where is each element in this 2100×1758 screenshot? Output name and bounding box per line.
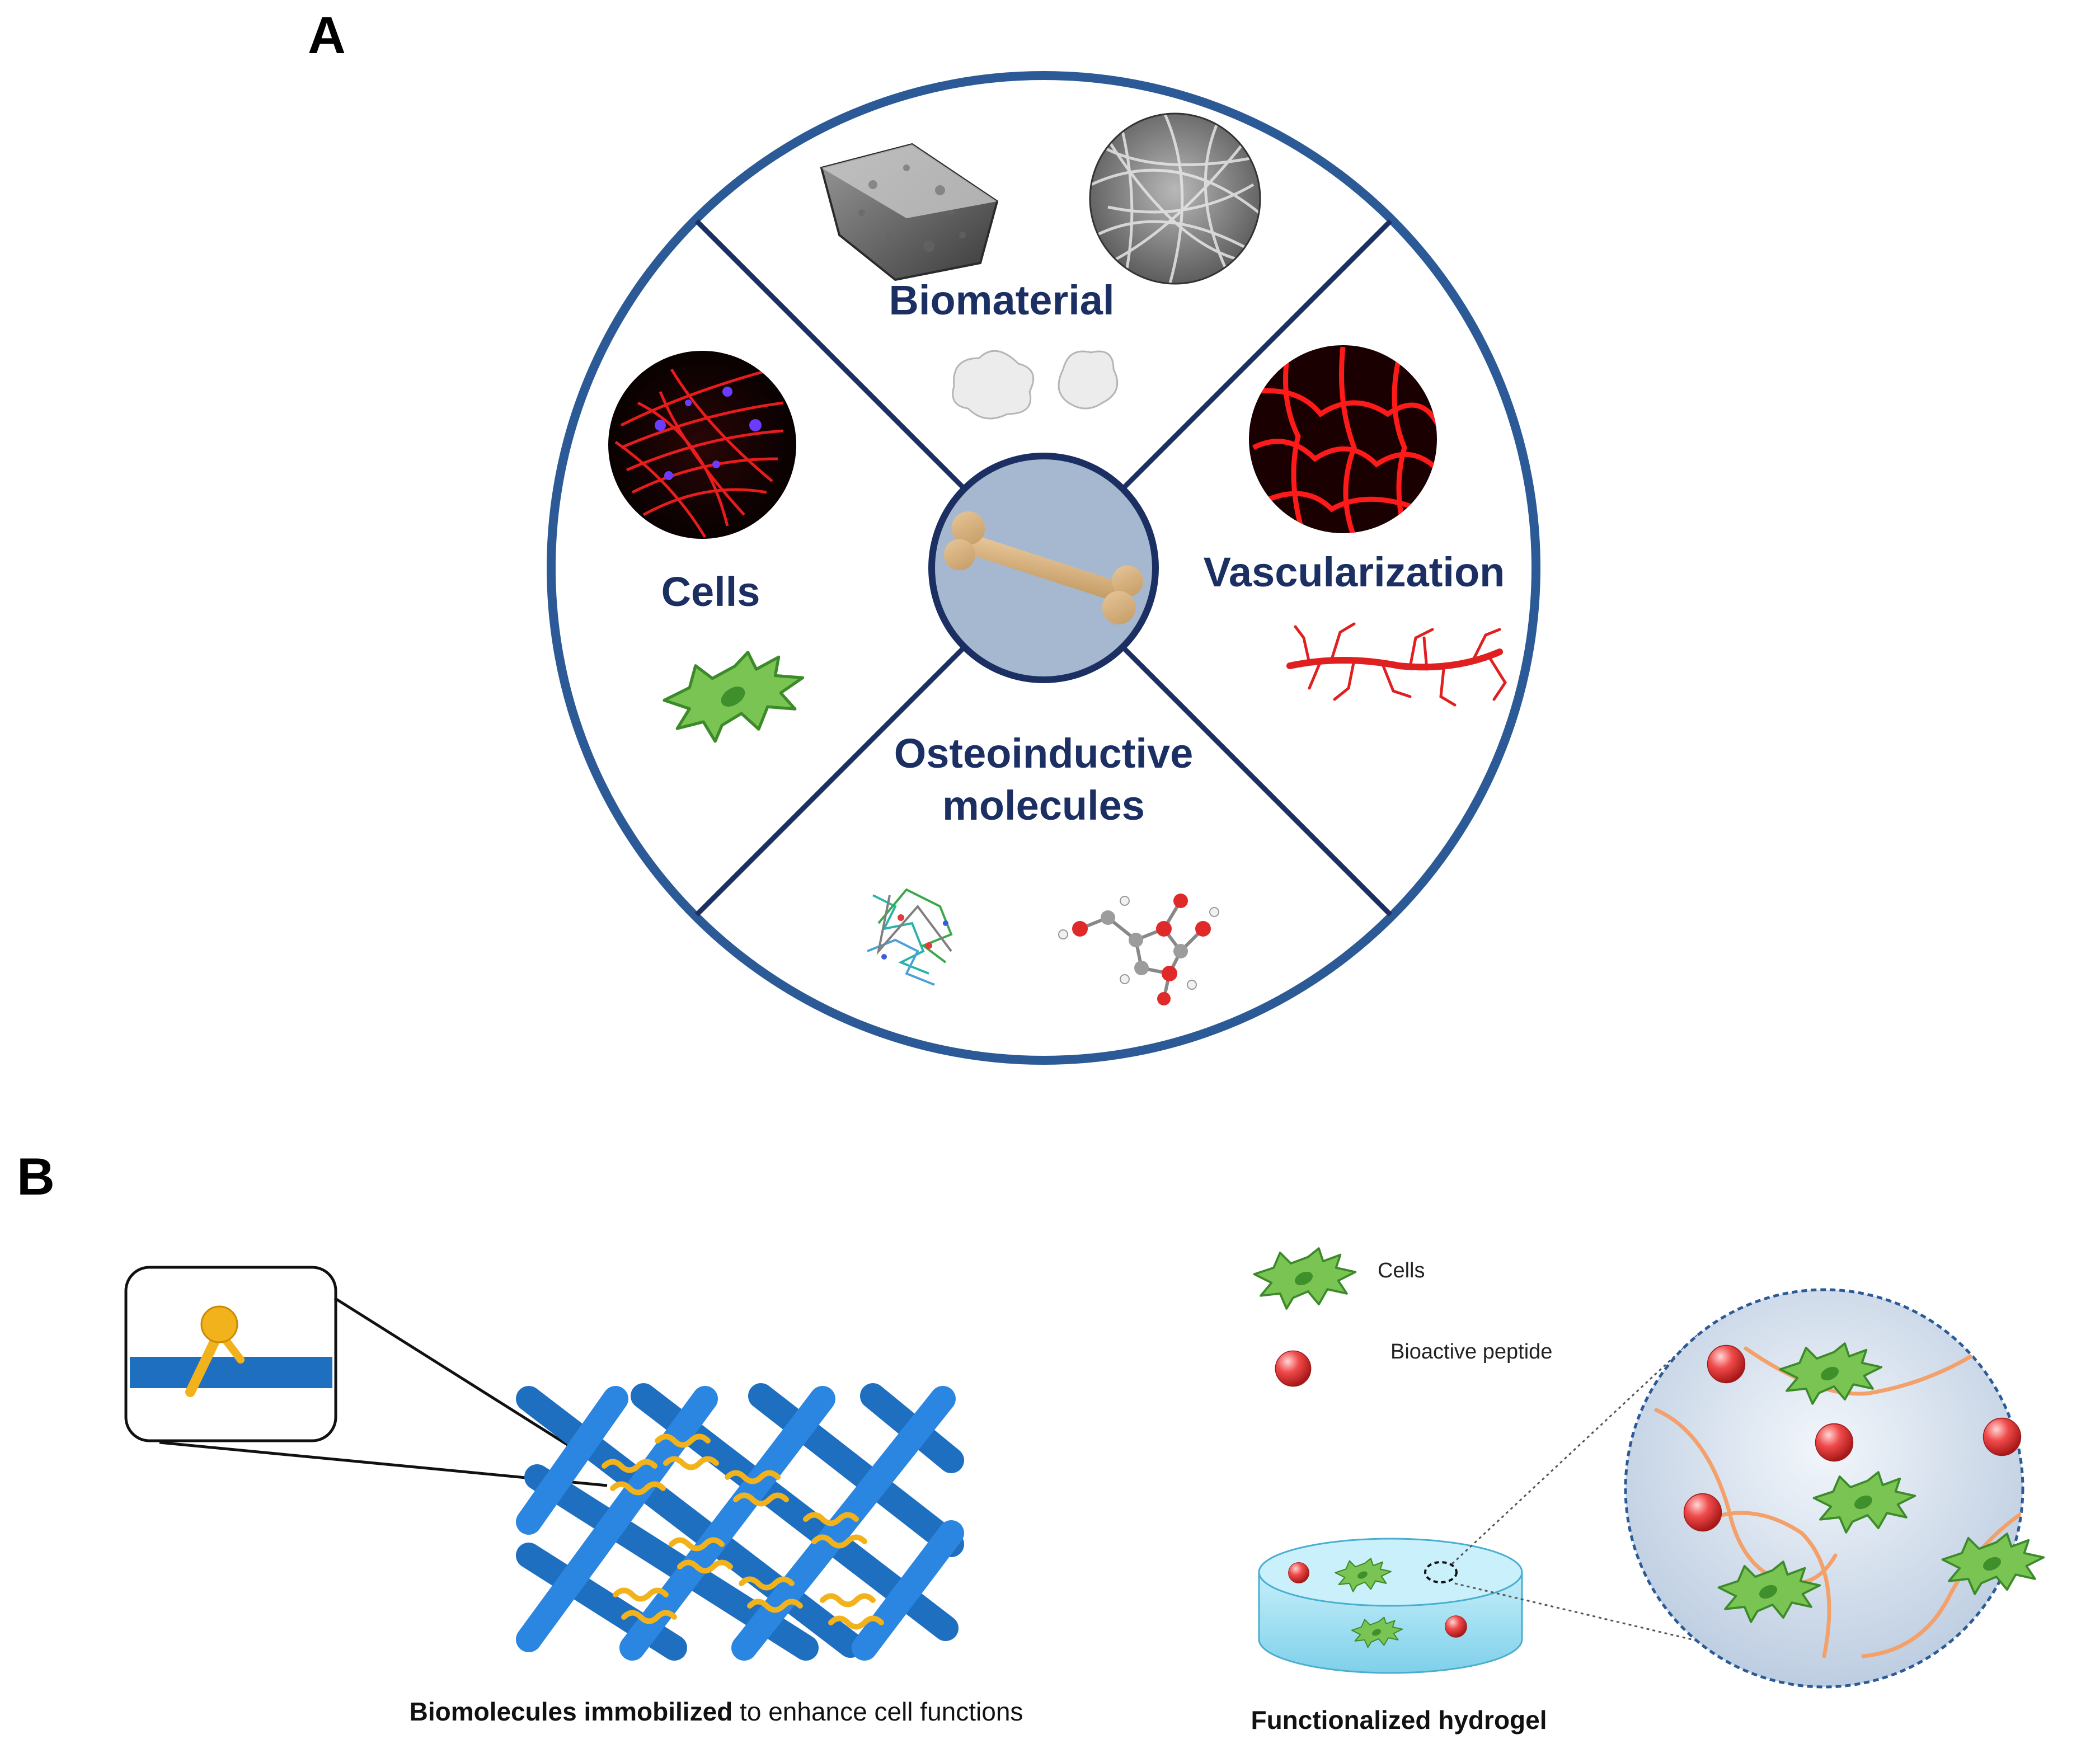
sector-cells: Cells xyxy=(608,351,810,748)
sector-osteoinductive: Osteoinductive molecules xyxy=(867,730,1219,1005)
tethered-biomolecule-icon xyxy=(185,1305,245,1397)
sector-vascularization: Vascularization xyxy=(1204,345,1507,707)
panel-a-wheel: Biomaterial xyxy=(547,71,1540,1065)
sector-label-biomaterial: Biomaterial xyxy=(889,277,1114,323)
protein-structure-image xyxy=(867,888,953,986)
sector-biomaterial: Biomaterial xyxy=(820,112,1261,420)
legend-cells-label: Cells xyxy=(1378,1259,1425,1282)
sector-label-vascularization: Vascularization xyxy=(1204,549,1505,595)
zoom-inset xyxy=(124,1266,337,1442)
scaffold-caption: Biomolecules immobilized to enhance cell… xyxy=(410,1697,1023,1726)
panel-a-label: A xyxy=(308,6,346,64)
center-hub xyxy=(928,453,1159,683)
bubble-peptide-2 xyxy=(1815,1423,1854,1462)
fiber-scaffold-mesh xyxy=(516,1383,964,1661)
blood-vessel-branches-icon xyxy=(1286,622,1507,707)
legend-peptide-label: Bioactive peptide xyxy=(1390,1340,1552,1364)
immobilized-biomolecules xyxy=(602,1433,884,1630)
stained-cells-micrograph-image xyxy=(608,351,796,539)
disk-peptide-1 xyxy=(1288,1562,1309,1583)
electrospun-fibers-sem-image xyxy=(1089,112,1261,285)
legend: Cells Bioactive peptide xyxy=(1255,1248,1552,1387)
bone-icon xyxy=(943,511,1144,625)
panel-b-hydrogel-section: Cells Bioactive peptide xyxy=(1251,1248,2043,1735)
panel-b-scaffold-section: Biomolecules immobilized to enhance cell… xyxy=(124,1266,1023,1726)
sector-label-osteoinductive-line2: molecules xyxy=(942,782,1145,829)
hydrogel-zoom-bubble xyxy=(1624,1288,2043,1689)
sector-label-cells: Cells xyxy=(661,568,760,615)
powder-granules-image xyxy=(952,350,1119,420)
legend-cell-icon xyxy=(1255,1248,1356,1309)
vascular-network-micrograph-image xyxy=(1249,345,1437,533)
inset-fiber-bar xyxy=(130,1357,332,1388)
sector-dividers xyxy=(694,219,1393,917)
sector-label-osteoinductive-line1: Osteoinductive xyxy=(894,730,1194,777)
hydrogel-caption: Functionalized hydrogel xyxy=(1251,1705,1547,1735)
bubble-peptide-4 xyxy=(1683,1493,1722,1532)
panel-b-label: B xyxy=(17,1147,55,1206)
hydrogel-zoom-lines xyxy=(1451,1331,1763,1657)
porous-scaffold-block-image xyxy=(820,143,999,281)
disk-peptide-2 xyxy=(1445,1615,1467,1638)
legend-peptide-icon xyxy=(1275,1350,1312,1387)
ball-and-stick-molecule-image xyxy=(1058,894,1219,1005)
hydrogel-disk xyxy=(1258,1538,1523,1674)
zoom-region-marker xyxy=(1424,1561,1458,1583)
bubble-peptide-3 xyxy=(1982,1417,2022,1456)
bubble-peptide-1 xyxy=(1707,1345,1746,1384)
